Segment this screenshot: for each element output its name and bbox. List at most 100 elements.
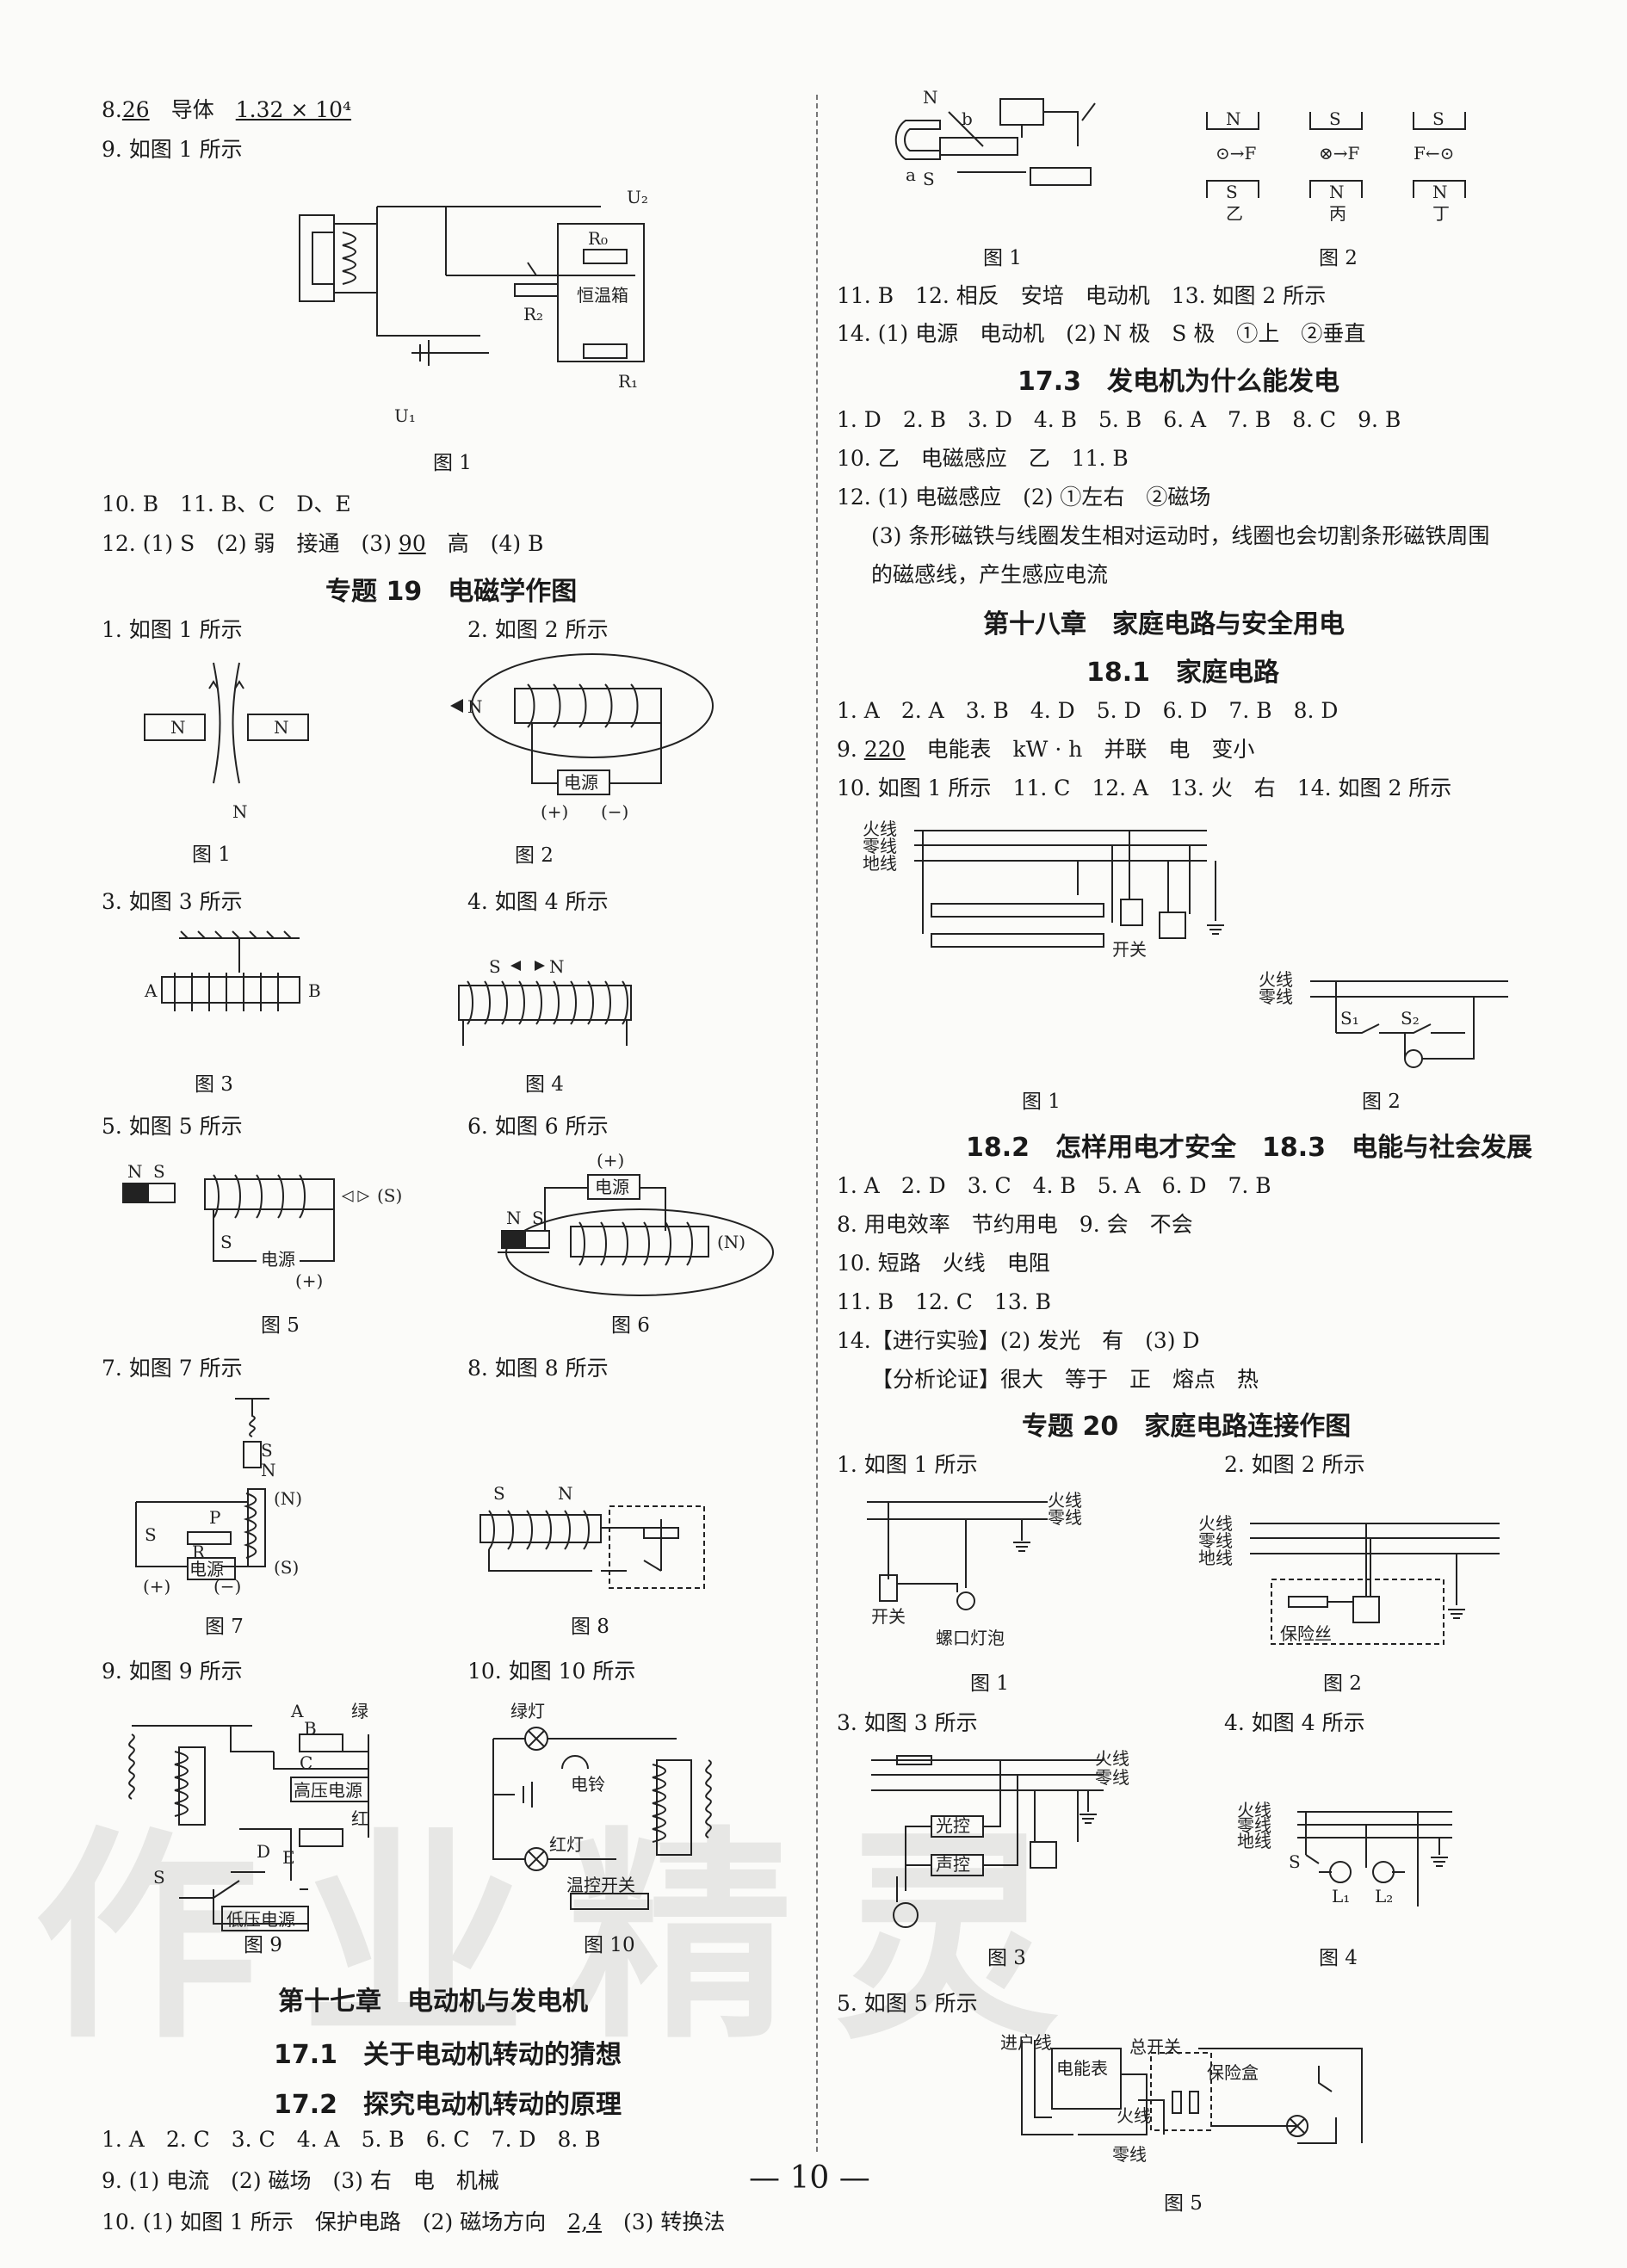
figure-caption: 图 10 (584, 1934, 635, 1956)
solenoid-figure-2: N 电源 (+) (−) (450, 653, 714, 822)
figure-caption: 图 1 (1022, 1091, 1061, 1113)
household-circuit-figure-1: 火线 零线 地线 开关 (863, 819, 1224, 960)
figure-caption: 图 7 (205, 1616, 244, 1638)
watermark: 作业精灵 (34, 1809, 1102, 2069)
svg-text:S: S (493, 1483, 505, 1504)
answer-line: 10. 如图 1 所示 11. C 12. A 13. 火 右 14. 如图 2… (837, 776, 1452, 800)
svg-text:(−): (−) (601, 801, 628, 822)
answer-line: 1. A 2. D 3. C 4. B 5. A 6. D 7. B (837, 1173, 1271, 1198)
svg-text:R: R (192, 1542, 206, 1562)
svg-text:L₂: L₂ (1375, 1886, 1393, 1906)
svg-text:零线: 零线 (1048, 1507, 1082, 1528)
answer-line: 1. A 2. A 3. B 4. D 5. D 6. D 7. B 8. D (837, 698, 1339, 723)
svg-text:螺口灯泡: 螺口灯泡 (936, 1628, 1005, 1648)
svg-text:火线: 火线 (1048, 1490, 1082, 1511)
svg-text:低压电源: 低压电源 (226, 1909, 295, 1930)
svg-text:S: S (261, 1440, 273, 1461)
svg-text:丙: 丙 (1329, 203, 1346, 224)
svg-text:N: N (1329, 182, 1345, 202)
svg-text:A: A (290, 1701, 304, 1721)
answer-line: 9. 如图 9 所示 (102, 1659, 243, 1684)
svg-text:(+): (+) (295, 1270, 323, 1291)
answer-line: 9. (1) 电流 (2) 磁场 (3) 右 电 机械 (102, 2168, 499, 2193)
svg-text:N: N (1226, 108, 1241, 129)
section-heading: 17.3 发电机为什么能发电 (1018, 367, 1340, 397)
figure-caption: 图 5 (261, 1314, 300, 1337)
svg-text:E: E (282, 1847, 295, 1868)
answer-line: 【分析论证】很大 等于 正 熔点 热 (871, 1367, 1259, 1392)
svg-text:R₁: R₁ (618, 371, 638, 392)
lamp-circuit-figure-1: 火线 零线 开关 螺口灯泡 (867, 1490, 1082, 1648)
answer-line: 4. 如图 4 所示 (467, 889, 609, 914)
section-heading: 专题 19 电磁学作图 (325, 577, 578, 607)
svg-text:A: A (144, 980, 158, 1001)
answer-line: 9. 如图 1 所示 (102, 137, 243, 162)
svg-text:绿: 绿 (351, 1701, 368, 1721)
svg-text:地线: 地线 (1198, 1548, 1233, 1568)
answer-line: 4. 如图 4 所示 (1224, 1710, 1365, 1735)
svg-text:P: P (209, 1507, 220, 1528)
entry-wiring-figure-5: 进户线 电能表 总开关 保险盒 火线 零线 (1000, 2032, 1363, 2165)
electromagnet-figure-7: S N P (N) S R 电源 (S) (+) (−) (135, 1398, 302, 1597)
svg-text:(+): (+) (597, 1150, 624, 1171)
svg-text:S: S (532, 1208, 544, 1228)
answer-line: 11. B 12. 相反 安培 电动机 13. 如图 2 所示 (837, 283, 1327, 308)
answer-line: 10. B 11. B、C D、E (102, 491, 351, 516)
svg-text:高压电源: 高压电源 (294, 1780, 362, 1801)
answer-line: 6. 如图 6 所示 (467, 1114, 609, 1139)
svg-text:温控开关: 温控开关 (566, 1875, 635, 1895)
svg-text:电源: 电源 (189, 1559, 224, 1579)
svg-text:地线: 地线 (863, 853, 897, 874)
svg-text:绿灯: 绿灯 (510, 1701, 545, 1721)
svg-text:红灯: 红灯 (549, 1834, 584, 1855)
figure-caption: 图 3 (195, 1073, 233, 1096)
answer-line: 5. 如图 5 所示 (837, 1991, 978, 2016)
answer-line: 2. 如图 2 所示 (467, 617, 609, 642)
answer-line: (3) 条形磁铁与线圈发生相对运动时，线圈也会切割条形磁铁周围 (871, 523, 1490, 548)
section-heading: 18.1 家庭电路 (1086, 658, 1280, 688)
force-direction-figure-2: N S ⊙→F 乙 S N ⊗→F 丙 S N F←⊙ 丁 (1206, 108, 1466, 224)
figure-caption: 图 2 (515, 844, 554, 867)
relay-circuit-figure: U₂ R₀ 恒温箱 R₂ R₁ U₁ (299, 187, 648, 426)
coil-switch-figure-8: S N (479, 1483, 705, 1589)
svg-text:U₁: U₁ (394, 405, 416, 426)
answer-line: 5. 如图 5 所示 (102, 1114, 243, 1139)
svg-text:电能表: 电能表 (1056, 2058, 1108, 2079)
figure-caption: 图 2 (1362, 1091, 1401, 1113)
svg-text:B: B (304, 1718, 317, 1739)
svg-text:N: N (558, 1483, 573, 1504)
answer-line: 10. (1) 如图 1 所示 保护电路 (2) 磁场方向 2,4 (3) 转换… (102, 2209, 726, 2234)
figure-caption: 图 4 (1319, 1947, 1358, 1969)
hanging-coil-figure-3: A B (144, 930, 321, 1011)
svg-text:b: b (962, 108, 973, 129)
svg-text:红: 红 (351, 1808, 368, 1829)
svg-text:S: S (1329, 108, 1341, 129)
svg-text:零线: 零线 (1237, 1815, 1271, 1836)
svg-text:火线: 火线 (1198, 1513, 1233, 1534)
answer-line: 14.【进行实验】(2) 发光 有 (3) D (837, 1328, 1200, 1353)
svg-text:开关: 开关 (871, 1606, 906, 1627)
two-lamp-circuit-figure-4: 火线 零线 地线 S L₁ L₂ (1237, 1800, 1452, 1906)
svg-text:R₀: R₀ (588, 228, 608, 249)
svg-text:S: S (489, 956, 501, 977)
svg-text:N: N (261, 1460, 276, 1480)
svg-text:⊗→F: ⊗→F (1319, 143, 1360, 164)
figure-caption: 图 5 (1164, 2192, 1203, 2215)
answer-line: 11. B 12. C 13. B (837, 1289, 1051, 1314)
figure-caption: 图 8 (571, 1616, 609, 1638)
svg-text:恒温箱: 恒温箱 (577, 285, 628, 306)
svg-text:N: N (170, 717, 186, 738)
answer-line: 3. 如图 3 所示 (102, 889, 243, 914)
svg-text:N: N (274, 717, 289, 738)
magnetic-field-figure-1: N N N (144, 662, 309, 822)
answer-line: 的磁感线，产生感应电流 (871, 562, 1109, 587)
svg-text:S: S (153, 1867, 165, 1888)
svg-text:声控: 声控 (936, 1854, 970, 1875)
svg-text:光控: 光控 (936, 1815, 970, 1836)
socket-circuit-figure-2: 火线 零线 地线 保险丝 (1198, 1513, 1500, 1645)
section-heading: 专题 20 家庭电路连接作图 (1022, 1412, 1352, 1442)
svg-text:S: S (153, 1161, 165, 1182)
svg-text:电源: 电源 (261, 1249, 295, 1270)
svg-text:N: N (232, 801, 248, 822)
section-heading: 18.2 怎样用电才安全 18.3 电能与社会发展 (966, 1133, 1533, 1163)
